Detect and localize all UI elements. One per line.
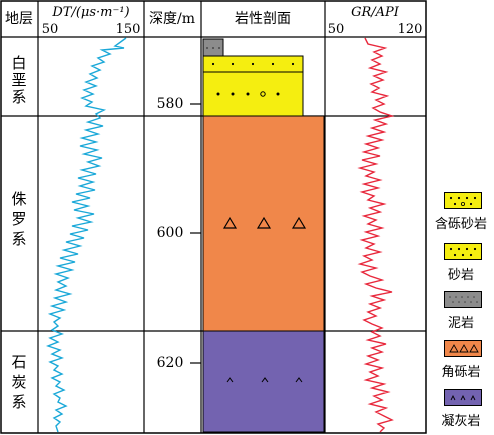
header-depth: 深度/m bbox=[149, 11, 195, 27]
breccia-pattern bbox=[222, 216, 307, 229]
stratum-cretaceous: 白 垩 系 bbox=[11, 54, 26, 106]
tuff-pattern bbox=[226, 377, 303, 383]
litho-gravel-sandstone bbox=[202, 71, 304, 117]
legend-swatch-gravel-sandstone bbox=[444, 192, 482, 209]
log-frame bbox=[0, 0, 427, 434]
depth-tick-620: 620 bbox=[157, 355, 184, 371]
legend-label-mudstone: 泥岩 bbox=[447, 316, 474, 331]
legend-swatch-tuff bbox=[444, 389, 482, 406]
depth-tick-580: 580 bbox=[157, 96, 184, 112]
svg-text:炭: 炭 bbox=[11, 373, 26, 391]
legend-swatch-breccia bbox=[444, 340, 482, 357]
well-log-panel: 地层 DT/(μs·m⁻¹) 50 150 深度/m 岩性剖面 GR/API 5… bbox=[0, 0, 427, 434]
header-gr-label: GR/API bbox=[351, 5, 400, 20]
legend-label-tuff: 凝灰岩 bbox=[441, 414, 481, 429]
header-dt-max: 150 bbox=[116, 22, 141, 37]
header-dt-min: 50 bbox=[42, 22, 59, 37]
stratum-carboniferous: 石 炭 系 bbox=[11, 353, 26, 411]
litho-tuff bbox=[202, 330, 325, 433]
legend-swatch-mudstone bbox=[444, 291, 482, 308]
svg-text:罗: 罗 bbox=[11, 210, 26, 228]
svg-text:垩: 垩 bbox=[11, 71, 26, 89]
svg-text:系: 系 bbox=[11, 230, 26, 248]
svg-text:白: 白 bbox=[11, 54, 26, 72]
legend-label-breccia: 角砾岩 bbox=[441, 365, 481, 380]
header-lithology: 岩性剖面 bbox=[235, 11, 291, 27]
legend-swatch-sandstone bbox=[444, 243, 482, 260]
header-dt-label: DT/(μs·m⁻¹) bbox=[51, 5, 129, 20]
header-gr-max: 120 bbox=[398, 22, 423, 37]
svg-text:系: 系 bbox=[11, 88, 26, 106]
stratum-jurassic: 侏 罗 系 bbox=[11, 190, 26, 248]
gravel-sandstone-pattern bbox=[216, 91, 280, 97]
depth-tick-600: 600 bbox=[157, 225, 184, 241]
header-gr-min: 50 bbox=[328, 22, 345, 37]
dt-curve bbox=[45, 37, 127, 433]
svg-text:石: 石 bbox=[11, 353, 26, 371]
gr-curve bbox=[357, 37, 395, 433]
mudstone-pattern bbox=[206, 47, 220, 49]
header-stratum: 地层 bbox=[5, 11, 33, 27]
litho-breccia bbox=[202, 115, 325, 332]
legend-label-sandstone: 砂岩 bbox=[447, 268, 474, 283]
svg-text:系: 系 bbox=[11, 393, 26, 411]
sandstone-pattern bbox=[211, 62, 295, 66]
legend-label-gravel-sandstone: 含砾砂岩 bbox=[434, 217, 487, 232]
lithology-column bbox=[202, 38, 325, 433]
svg-text:侏: 侏 bbox=[11, 190, 26, 208]
